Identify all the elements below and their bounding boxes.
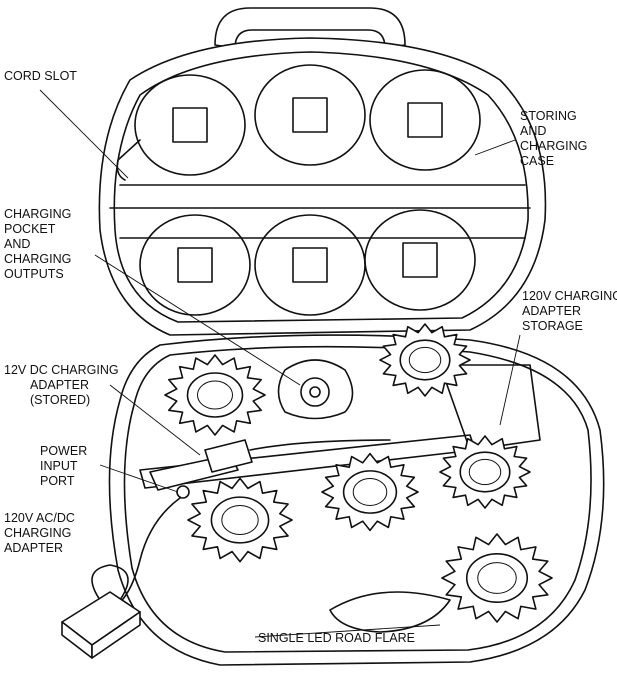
led-road-flare [439,435,531,509]
led-road-flare [441,533,553,623]
adapter-storage-well [439,364,541,451]
lid-flare-pockets [134,64,481,316]
label-charging-pocket: CHARGING POCKET AND CHARGING OUTPUTS [4,207,75,281]
led-road-flare [379,323,471,397]
led-road-flare [187,477,293,563]
label-adapter-storage: 120V CHARGING ADAPTER STORAGE [522,289,617,333]
label-power-port: POWER INPUT PORT [40,444,91,488]
power-input-port [176,485,190,499]
label-storing-case: STORING AND CHARGING CASE [520,109,591,168]
lid-pocket [369,69,481,171]
base-handle-grip [329,591,451,633]
label-road-flare: SINGLE LED ROAD FLARE [258,631,415,645]
lid-pocket [139,214,251,316]
label-cord-slot: CORD SLOT [4,69,77,83]
label-acdc-adapter: 120V AC/DC CHARGING ADAPTER [4,511,78,555]
case-handle [214,7,406,49]
lid-pocket [134,74,246,176]
lid-pocket [254,64,366,166]
acdc-adapter [61,497,181,659]
case-lid [98,7,547,336]
dc-adapter-stored [149,439,391,491]
led-road-flare [164,354,266,436]
lid-pocket [364,209,476,311]
led-road-flare [321,452,419,532]
leader-lines [39,89,521,638]
charging-pocket [277,359,354,420]
led-road-flares [164,323,553,623]
label-dc-adapter: 12V DC CHARGING ADAPTER (STORED) [4,363,122,407]
